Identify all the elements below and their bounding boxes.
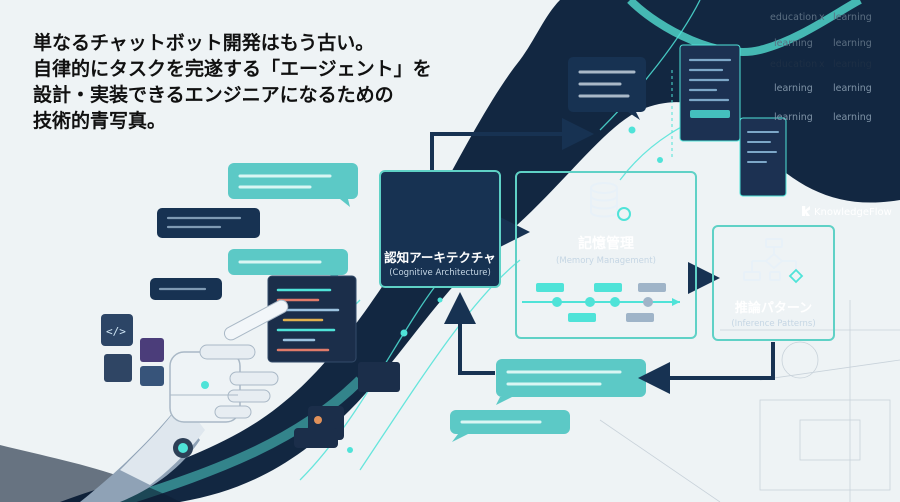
memory-timeline	[522, 283, 680, 322]
headline-line-2: 自律的にタスクを完遂する「エージェント」を	[33, 58, 432, 80]
flow-arrows	[430, 118, 775, 394]
table-cell: education	[770, 12, 818, 23]
table-cell: x	[819, 12, 825, 23]
ui-tiles	[104, 338, 164, 386]
table-cell: learning	[833, 83, 872, 94]
table-cell: learning	[774, 83, 813, 94]
node-subtitle: (Memory Management)	[556, 256, 656, 266]
small-dark-cards	[294, 362, 400, 448]
swoosh-teal-lower	[118, 376, 364, 502]
top-chat-panel	[568, 57, 646, 120]
node-memory-management: 記憶管理 (Memory Management)	[515, 171, 697, 339]
table-cell: learning	[774, 38, 813, 49]
headline-line-3: 設計・実装できるエンジニアになるための	[33, 84, 394, 106]
node-subtitle: (Cognitive Architecture)	[389, 268, 491, 278]
robot-hand	[80, 299, 289, 502]
node-title: 認知アーキテクチャ	[384, 250, 496, 265]
brand-mark-icon	[802, 206, 810, 216]
side-panel-right	[739, 117, 787, 197]
table-cell: learning	[833, 112, 872, 123]
brand-logo: KnowledgeFlow	[802, 206, 892, 218]
svg-text:</>: </>	[106, 325, 126, 338]
node-inference-patterns: 推論パターン (Inference Patterns)	[712, 225, 835, 341]
node-subtitle: (Inference Patterns)	[731, 319, 816, 329]
table-cell: learning	[833, 12, 872, 23]
database-icon	[590, 182, 631, 221]
node-cognitive-architecture: 認知アーキテクチャ (Cognitive Architecture)	[379, 170, 501, 288]
table-cell: learning	[774, 112, 813, 123]
node-title: 記憶管理	[578, 236, 634, 252]
table-cell: education	[770, 59, 818, 70]
node-title: 推論パターン	[734, 301, 813, 316]
swoosh-teal-edge	[627, 0, 862, 56]
code-icon: </>	[101, 314, 133, 346]
table-cell: learning	[833, 38, 872, 49]
brand-name: KnowledgeFlow	[814, 207, 892, 218]
bubble-lines	[238, 174, 622, 424]
chat-bubble	[450, 410, 570, 442]
headline: 単なるチャットボット開発はもう古い。 自律的にタスクを完遂する「エージェント」を…	[33, 30, 432, 134]
table-cell: x	[819, 59, 825, 70]
keyword-table: education x learning learning learning e…	[770, 12, 895, 132]
headline-line-1: 単なるチャットボット開発はもう古い。	[33, 32, 375, 54]
table-cell: learning	[833, 59, 872, 70]
chat-bubble	[228, 163, 358, 207]
document-panel	[671, 44, 741, 160]
flowchart-icon	[743, 238, 804, 284]
chat-bubble	[496, 359, 646, 405]
code-screen	[267, 275, 357, 363]
headline-line-4: 技術的青写真。	[33, 110, 167, 132]
